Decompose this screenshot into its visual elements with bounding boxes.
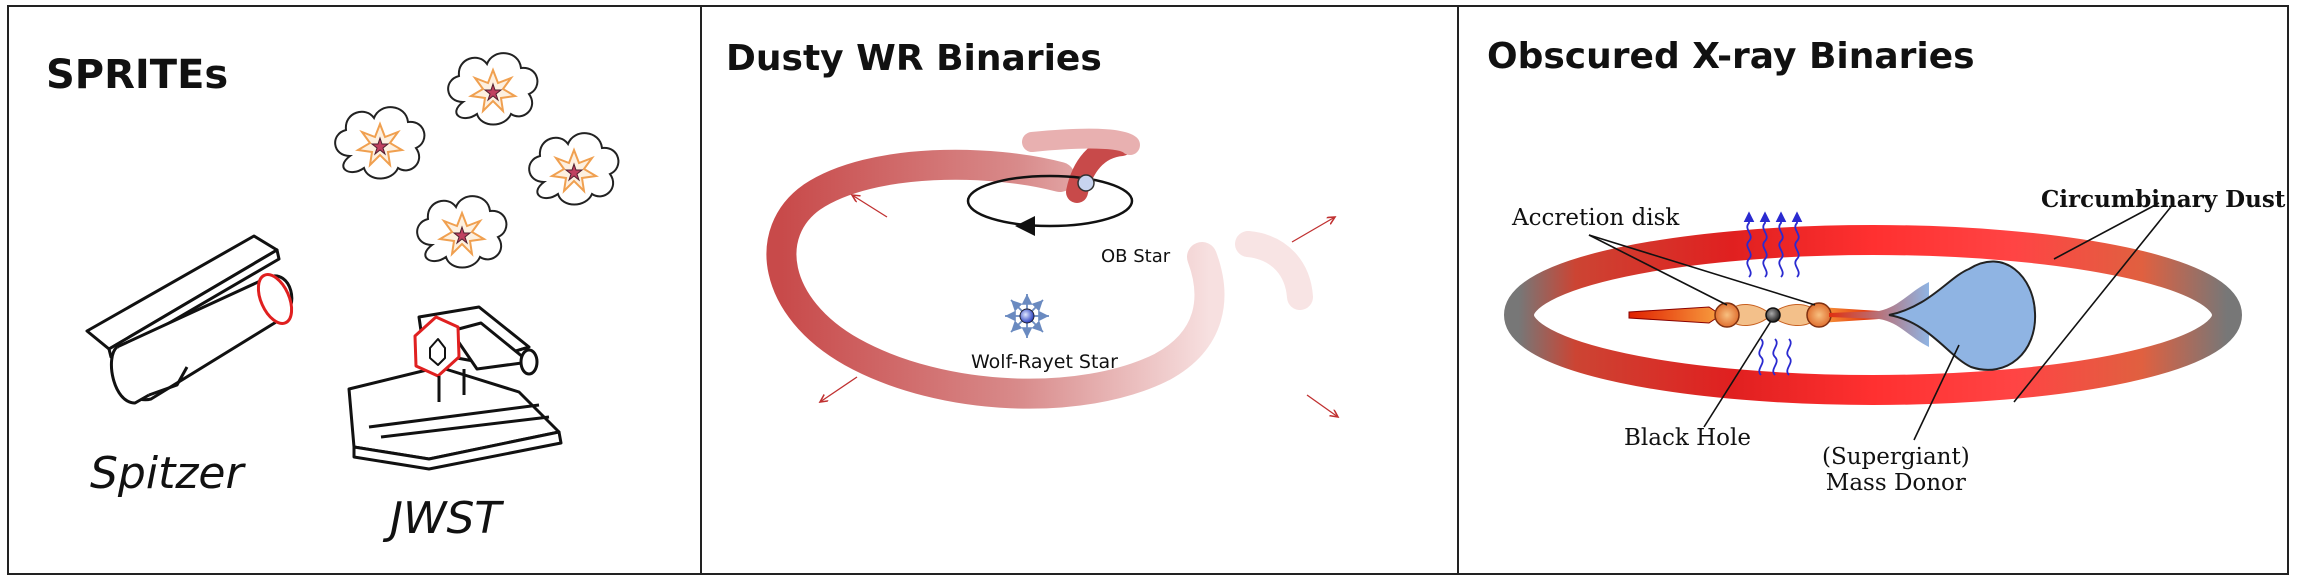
- figure-frame: [7, 5, 2289, 575]
- cloud-star-icon: [447, 52, 539, 126]
- expansion-arrows: [820, 195, 1338, 417]
- leader-lines: [1588, 202, 2175, 441]
- panel-title-xray-binaries: Obscured X-ray Binaries: [1487, 36, 1975, 77]
- jet-left: [1628, 306, 1722, 324]
- black-hole-icon: [1765, 307, 1781, 323]
- wolf-rayet-label: Wolf-Rayet Star: [971, 351, 1118, 373]
- mass-donor-star: [1888, 260, 2037, 371]
- dusty-wr-illustration: [766, 128, 1456, 573]
- sprites-illustration: [85, 52, 620, 471]
- mass-donor-label: (Supergiant) Mass Donor: [1822, 444, 1970, 496]
- panel-divider-2: [1457, 5, 1459, 575]
- cloud-star-icon: [334, 106, 426, 180]
- accretion-disk-label: Accretion disk: [1512, 205, 1680, 231]
- circumbinary-dust-ring: [1504, 225, 2242, 405]
- jwst-telescope-icon: [347, 305, 563, 471]
- xray-emission-waves: [1743, 211, 1803, 376]
- mass-donor-label-line1: (Supergiant): [1822, 444, 1970, 470]
- black-hole-label: Black Hole: [1624, 425, 1751, 451]
- spitzer-label: Spitzer: [90, 448, 244, 499]
- spitzer-telescope-icon: [85, 234, 294, 405]
- xray-binary-illustration: [1504, 202, 2242, 441]
- wolf-rayet-star-icon: [1005, 294, 1049, 338]
- panel-title-dusty-wr: Dusty WR Binaries: [726, 38, 1102, 79]
- ob-star-label: OB Star: [1101, 246, 1171, 267]
- orbit-ellipse: [966, 174, 1134, 228]
- dust-spiral-fade: [1235, 231, 1313, 310]
- cloud-star-icon: [416, 195, 508, 269]
- ob-star-icon: [1077, 174, 1095, 192]
- mass-stream: [1829, 282, 1929, 347]
- dust-spiral-arc: [766, 149, 1225, 409]
- mass-donor-label-line2: Mass Donor: [1825, 470, 1966, 496]
- circumbinary-dust-label: Circumbinary Dust: [2041, 186, 2286, 213]
- cloud-star-icon: [528, 132, 620, 206]
- panel-title-sprites: SPRITEs: [46, 52, 229, 98]
- jwst-label: JWST: [390, 493, 502, 544]
- panel-divider-1: [700, 5, 702, 575]
